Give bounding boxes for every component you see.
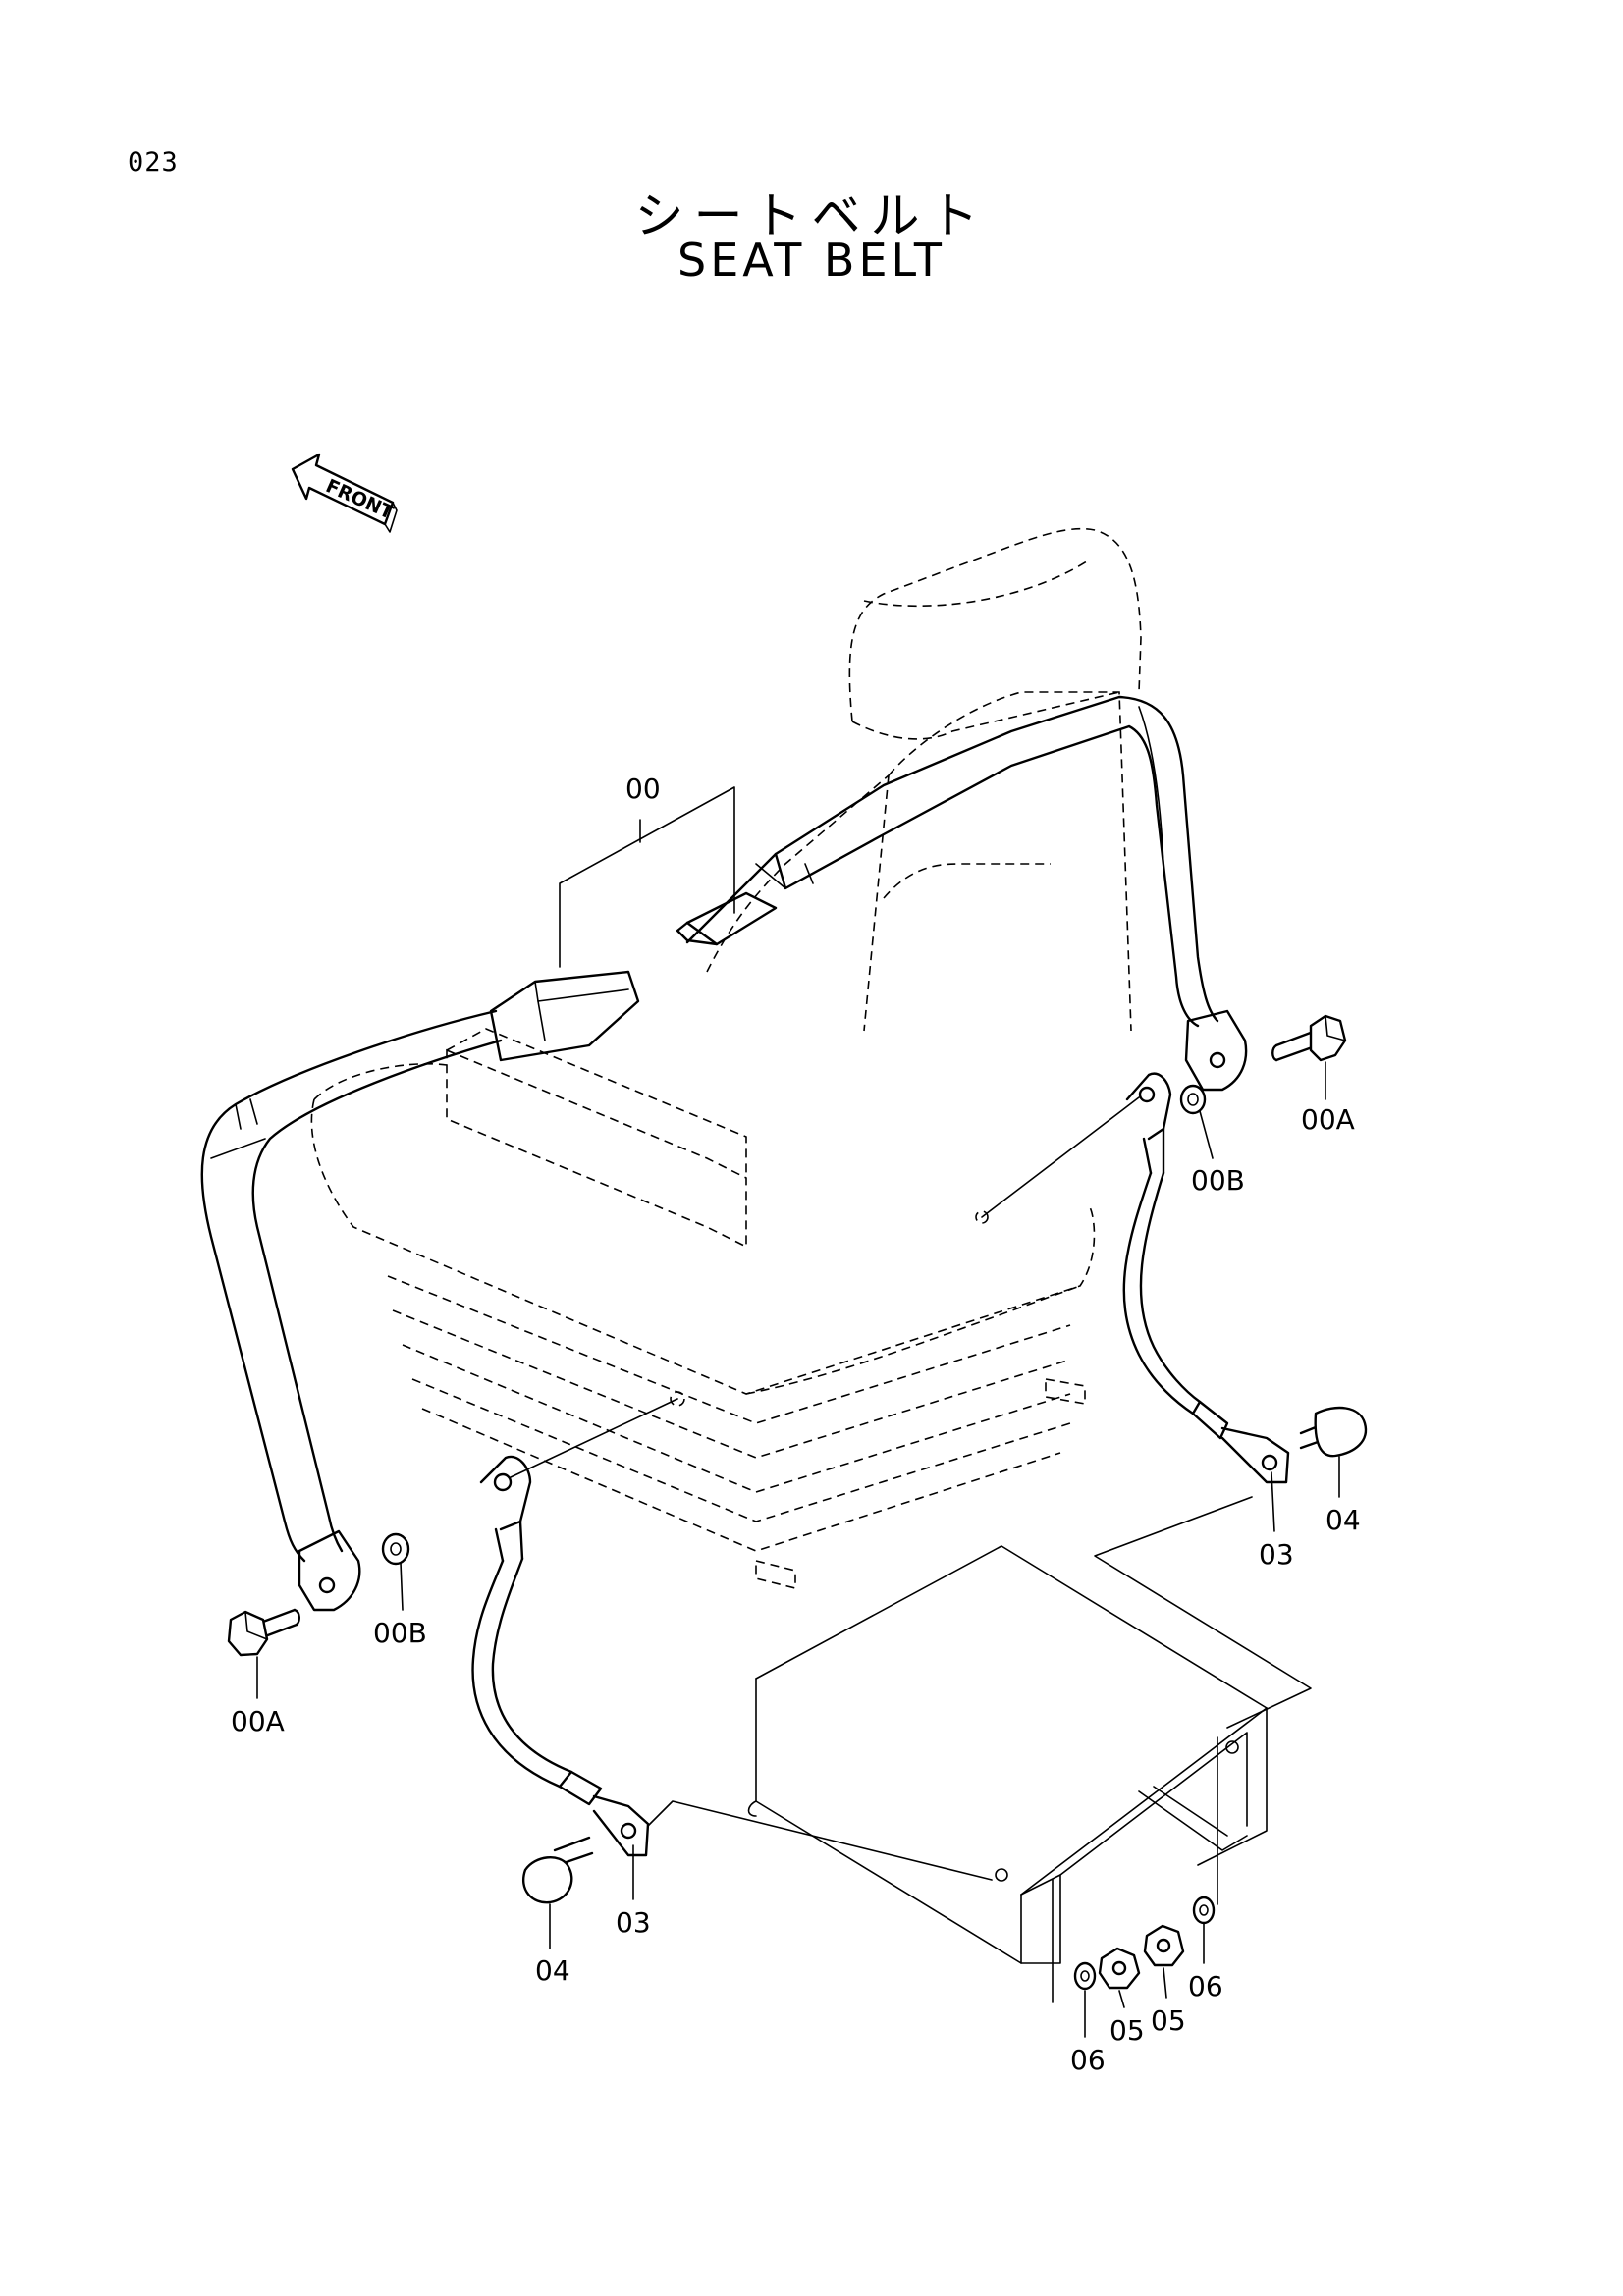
title-english: SEAT BELT [677, 234, 946, 287]
ground-cable-left [471, 1455, 650, 1857]
title-japanese: シートベルト [634, 187, 989, 244]
callout-labels: 00 00A 00B 04 03 00B 00A 03 04 06 05 05 … [231, 773, 1361, 2076]
washer-00B-left [381, 1532, 410, 1566]
seat-belt-strap-right [676, 695, 1248, 1092]
callout-00B-right: 00B [1191, 1164, 1245, 1197]
ground-cable-right [1122, 1072, 1290, 1484]
callout-04-left: 04 [535, 1954, 570, 1987]
leader-lines [256, 786, 1340, 2038]
washer-00B-right [1179, 1084, 1207, 1115]
callout-05-a: 05 [1109, 2014, 1145, 2047]
callout-06-b: 06 [1188, 1970, 1223, 2002]
callout-03-left: 03 [616, 1906, 651, 1939]
washer-06-b [1192, 1896, 1216, 1925]
callout-00A-right: 00A [1301, 1103, 1355, 1136]
callout-05-b: 05 [1151, 2004, 1186, 2037]
bolt-00A-right [1271, 1014, 1347, 1062]
seat-belt-strap-left [200, 970, 640, 1612]
mounting-bracket [747, 1545, 1268, 1964]
callout-03-right: 03 [1259, 1538, 1294, 1571]
front-arrow-icon: FRONT [291, 453, 398, 533]
bolt-04-right [1299, 1406, 1368, 1458]
seat-outline [310, 527, 1142, 1590]
callout-06-a: 06 [1070, 2044, 1106, 2076]
page-number: 023 [128, 147, 179, 178]
callout-04-right: 04 [1325, 1504, 1361, 1536]
washer-06-a [1073, 1961, 1097, 1991]
callout-00A-left: 00A [231, 1705, 285, 1737]
bolt-00A-left [227, 1608, 300, 1657]
nut-05-b [1143, 1924, 1185, 1967]
nut-05-a [1098, 1947, 1141, 1990]
bolt-04-left [522, 1836, 594, 1904]
callout-00: 00 [625, 773, 661, 805]
callout-00B-left: 00B [373, 1617, 427, 1649]
front-arrow-label: FRONT [322, 475, 396, 524]
